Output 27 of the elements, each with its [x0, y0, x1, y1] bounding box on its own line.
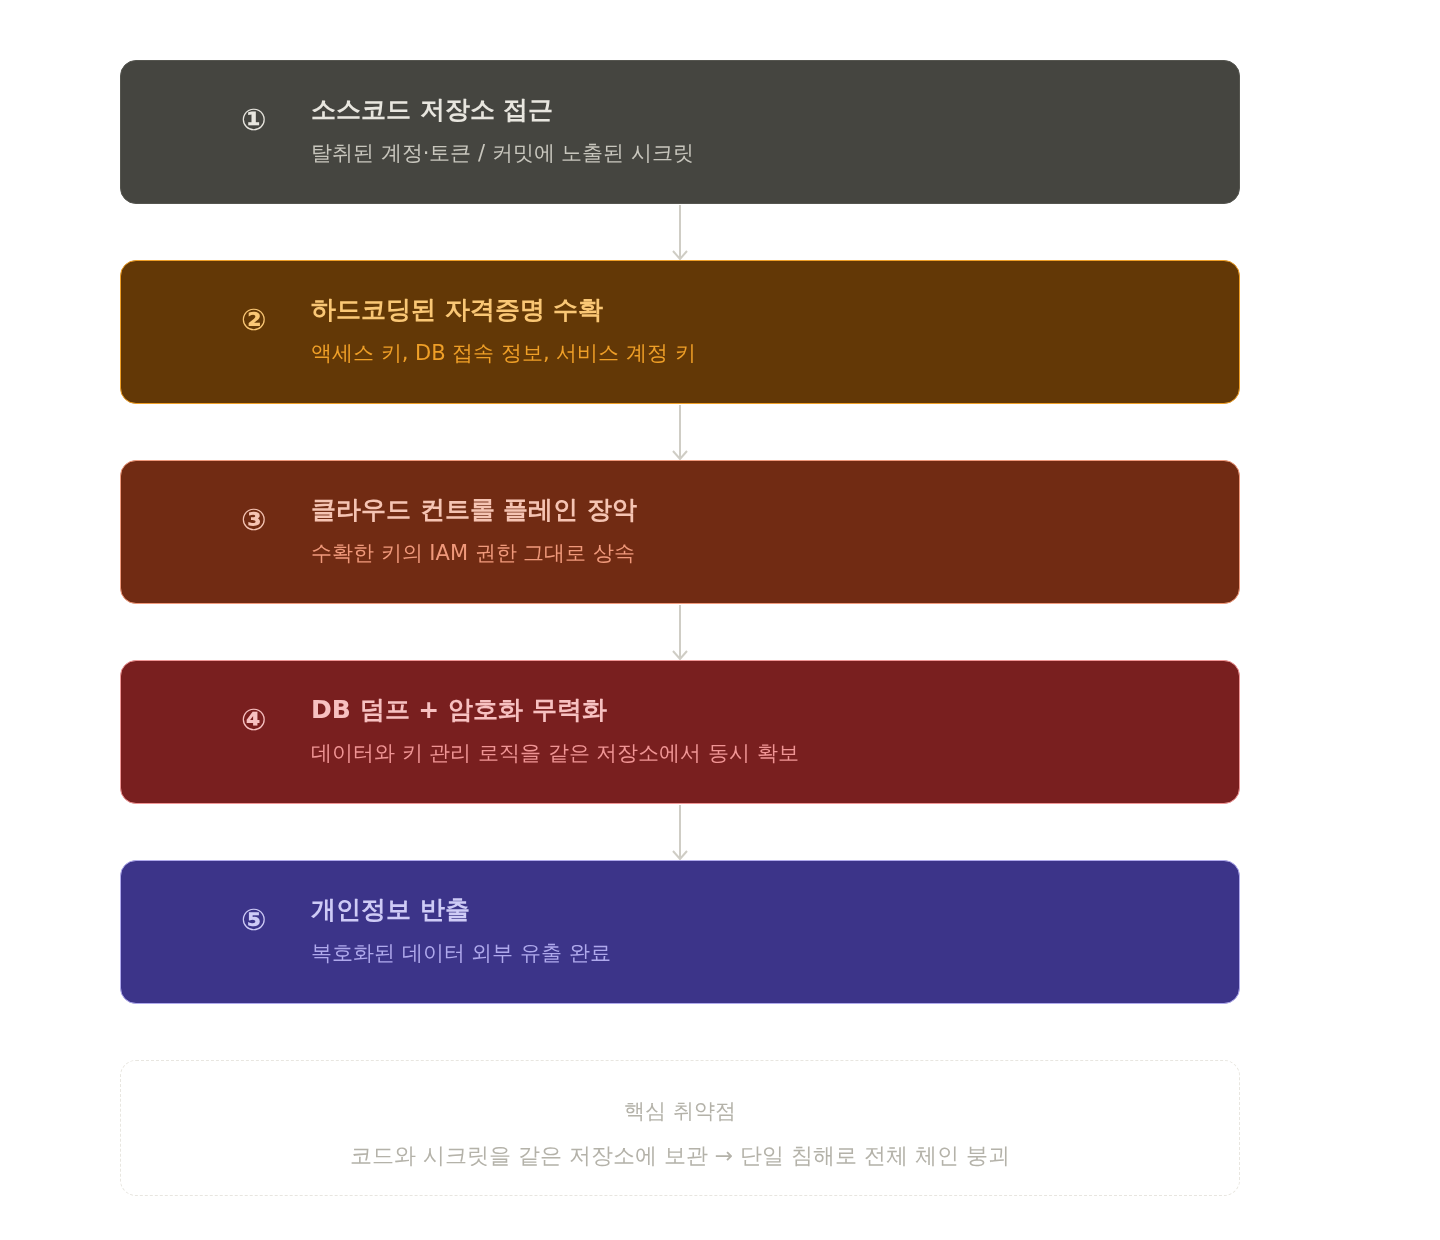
- step-box: [120, 60, 1240, 204]
- arrow: [672, 204, 688, 260]
- step-description: 수확한 키의 IAM 권한 그대로 상속: [311, 540, 636, 567]
- step-description: 액세스 키, DB 접속 정보, 서비스 계정 키: [311, 340, 696, 367]
- step-title: 하드코딩된 자격증명 수확: [311, 295, 604, 325]
- step-box: [120, 660, 1240, 804]
- step-box: [120, 260, 1240, 404]
- step-title: DB 덤프 + 암호화 무력화: [311, 695, 607, 725]
- arrow: [672, 404, 688, 460]
- step-number: ②: [241, 305, 267, 335]
- step-title: 개인정보 반출: [311, 895, 470, 925]
- step-description: 탈취된 계정·토큰 / 커밋에 노출된 시크릿: [311, 140, 695, 167]
- arrow: [672, 604, 688, 660]
- step-number: ③: [241, 505, 267, 535]
- step-number: ⑤: [241, 905, 267, 935]
- step-box: [120, 460, 1240, 604]
- step-number: ①: [241, 105, 267, 135]
- step-title: 클라우드 컨트롤 플레인 장악: [311, 495, 638, 525]
- step-box: [120, 860, 1240, 1004]
- step-number: ④: [241, 705, 267, 735]
- step-description: 데이터와 키 관리 로직을 같은 저장소에서 동시 확보: [311, 740, 799, 767]
- note-text: 코드와 시크릿을 같은 저장소에 보관 → 단일 침해로 전체 체인 붕괴: [349, 1142, 1011, 1170]
- note-heading: 핵심 취약점: [624, 1098, 736, 1125]
- arrow: [672, 804, 688, 860]
- note-box: [120, 1060, 1240, 1196]
- step-title: 소스코드 저장소 접근: [311, 95, 554, 125]
- step-description: 복호화된 데이터 외부 유출 완료: [311, 940, 611, 967]
